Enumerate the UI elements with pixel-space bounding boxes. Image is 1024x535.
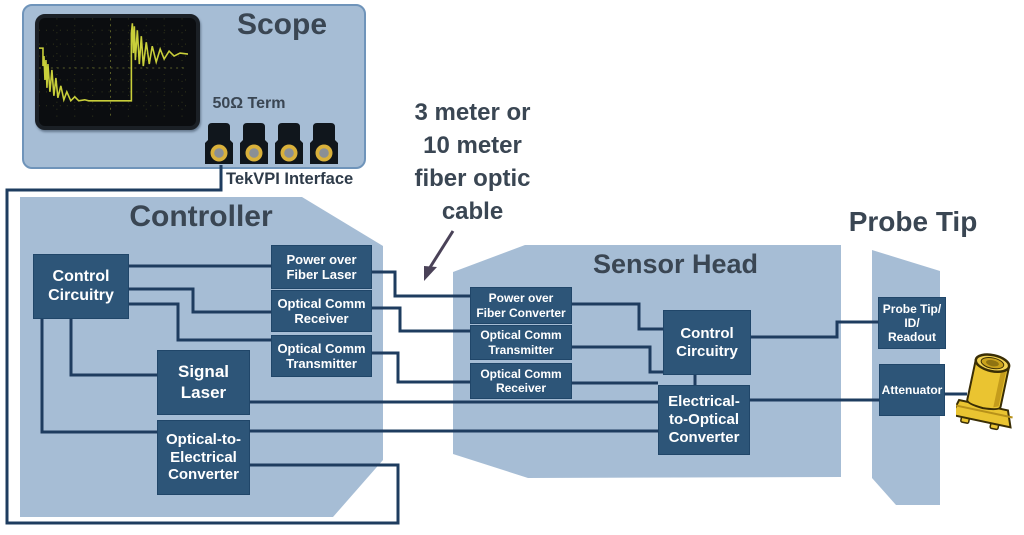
sensor-box-control-circuitry: Control Circuitry: [663, 310, 751, 375]
fiber-cable-note: 3 meter or 10 meter fiber optic cable: [414, 99, 531, 226]
wire-oct-to-cc: [570, 345, 663, 374]
bnc-connector-icon: [240, 123, 268, 164]
wire-fiber-comm-down: [370, 306, 470, 333]
wire-cc-to-opt-transmitter: [127, 302, 271, 342]
bnc-connector-icon: [275, 123, 303, 164]
sensor-head-panel: [453, 245, 841, 478]
sensor-box-optical-comm-receiver: Optical Comm Receiver: [470, 363, 572, 399]
bnc-connector-icon: [310, 123, 338, 164]
sensor-box-power-over-fiber-converter: Power over Fiber Converter: [470, 287, 572, 324]
controller-box-signal-laser: Signal Laser: [157, 350, 250, 415]
controller-box-optical-to-electrical-converter: Optical-to- Electrical Converter: [157, 420, 250, 495]
sma-connector-icon: [956, 353, 1013, 431]
wire-cc-to-opt-receiver: [127, 287, 271, 314]
probe-tip-title: Probe Tip: [848, 206, 978, 237]
controller-title: Controller: [129, 200, 273, 233]
sensor-box-optical-comm-transmitter: Optical Comm Transmitter: [470, 325, 572, 360]
controller-box-control-circuitry: Control Circuitry: [33, 254, 129, 319]
tekvpi-interface-label: TekVPI Interface: [226, 170, 354, 188]
scope-title: Scope: [236, 8, 328, 41]
cable-arrow-icon: [424, 230, 455, 281]
wire-cc-to-oe-converter: [40, 317, 157, 434]
wire-tekvpi-scope-loop: [5, 165, 400, 525]
probe-box-probe-tip-id-readout: Probe Tip/ ID/ Readout: [878, 297, 946, 349]
controller-box-power-over-fiber-laser: Power over Fiber Laser: [271, 245, 372, 289]
wire-pof-converter-to-cc: [570, 302, 663, 331]
sensor-head-title: Sensor Head: [592, 249, 759, 279]
wire-cc-to-signal-laser: [69, 317, 157, 377]
sensor-box-electrical-to-optical-converter: Electrical- to-Optical Converter: [658, 385, 750, 455]
wire-cc-to-probe-id: [749, 320, 878, 339]
term-label: 50Ω Term: [212, 95, 286, 112]
bnc-connector-icon: [205, 123, 233, 164]
controller-box-optical-comm-transmitter: Optical Comm Transmitter: [271, 335, 372, 377]
wire-fiber-comm-up: [370, 351, 470, 384]
probe-box-attenuator: Attenuator: [879, 364, 945, 416]
oscilloscope-screen-icon: [35, 14, 200, 130]
controller-box-optical-comm-receiver: Optical Comm Receiver: [271, 290, 372, 332]
wire-fiber-power: [370, 270, 470, 298]
